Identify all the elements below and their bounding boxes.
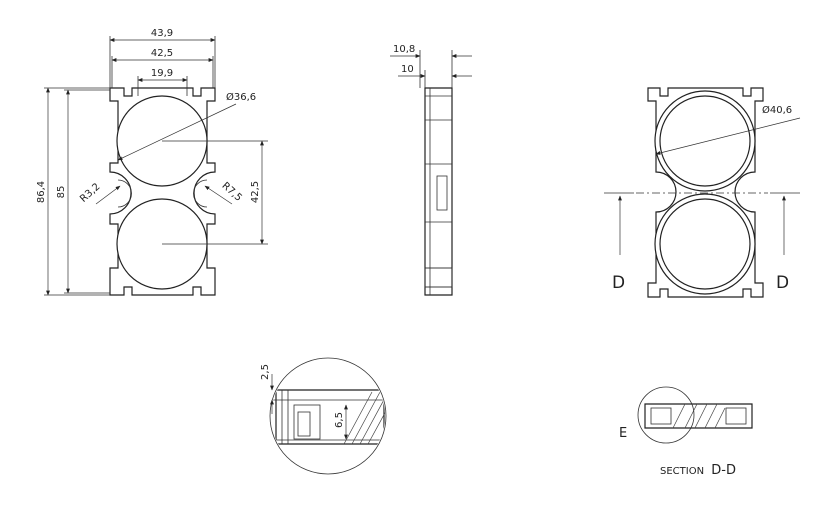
front-view-arc-left bbox=[117, 179, 132, 208]
dim-radius-large-text: R7,5 bbox=[219, 180, 243, 203]
section-label-left: D bbox=[612, 273, 625, 293]
side-view: 10,8 10 bbox=[390, 44, 472, 296]
detail-circle bbox=[269, 357, 387, 475]
dim-radius-small-text: R3,2 bbox=[78, 181, 102, 204]
dim-hole-diameter-text: Ø36,6 bbox=[226, 91, 256, 103]
section-caption-prefix: SECTION bbox=[660, 466, 704, 477]
section-hatch bbox=[672, 403, 686, 429]
dim-line-ring-diameter bbox=[655, 117, 801, 155]
dim-pitch-text: 42,5 bbox=[250, 181, 261, 203]
dim-slot-width-text: 19,9 bbox=[151, 68, 173, 79]
detail-profile bbox=[275, 389, 385, 445]
back-view-ring-bottom-inner bbox=[659, 198, 751, 290]
detail-hatch bbox=[367, 399, 385, 445]
detail-label: E bbox=[619, 426, 627, 441]
dim-step-text: 2,5 bbox=[260, 364, 271, 380]
dim-line-hole-diameter bbox=[117, 103, 237, 161]
side-view-slot bbox=[436, 175, 448, 211]
detail-hatch bbox=[351, 391, 381, 445]
front-view-arc-right bbox=[193, 179, 208, 208]
section-label-right: D bbox=[776, 273, 789, 293]
front-view: 43,9 42,5 19,9 Ø36,6 86,4 85 42,5 R3,2 bbox=[36, 28, 268, 296]
detail-hatch bbox=[359, 395, 385, 445]
dim-total-thickness-text: 10,8 bbox=[393, 44, 415, 55]
section-view: E SECTION D-D bbox=[619, 386, 753, 478]
dim-inner-height-text: 85 bbox=[56, 186, 67, 199]
dim-line-radius-large bbox=[204, 185, 233, 205]
side-view-outline bbox=[424, 87, 453, 296]
detail-view: 2,5 6,5 bbox=[260, 357, 387, 475]
section-hatch bbox=[704, 403, 718, 429]
section-pocket-left bbox=[650, 407, 672, 425]
dim-ring-diameter-text: Ø40,6 bbox=[762, 104, 792, 116]
detail-pocket bbox=[293, 404, 321, 440]
section-detail-circle bbox=[637, 386, 695, 444]
section-caption: SECTION D-D bbox=[660, 463, 736, 478]
dim-body-thickness-text: 10 bbox=[401, 64, 414, 75]
detail-pocket-inner bbox=[297, 411, 311, 437]
dim-overall-height-text: 86,4 bbox=[36, 181, 47, 203]
section-hatch bbox=[714, 407, 726, 429]
side-view-tab-bottom bbox=[424, 267, 453, 288]
section-hatch bbox=[694, 403, 708, 429]
section-caption-id: D-D bbox=[711, 463, 736, 478]
dim-line-radius-small bbox=[95, 185, 121, 205]
back-view: Ø40,6 D D bbox=[604, 87, 801, 298]
dim-overall-width-text: 43,9 bbox=[151, 28, 173, 39]
section-pocket-right bbox=[725, 407, 747, 425]
section-outline bbox=[644, 403, 753, 429]
detail-hatch bbox=[343, 391, 373, 445]
dim-depth-text: 6,5 bbox=[334, 412, 345, 428]
section-hatch bbox=[684, 403, 698, 429]
dim-inner-width-text: 42,5 bbox=[151, 48, 173, 59]
back-view-ring-top-inner bbox=[659, 95, 751, 187]
